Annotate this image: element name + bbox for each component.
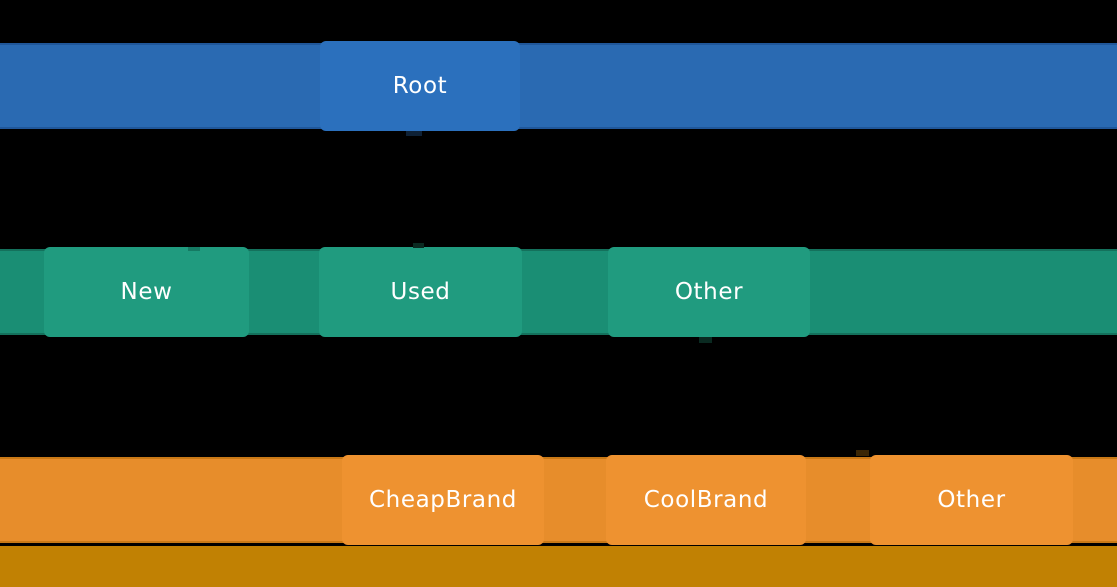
node-label: Used <box>390 279 451 305</box>
node-label: Other <box>674 279 744 305</box>
link-stub-new-top <box>188 247 200 251</box>
tree-node-d2-other[interactable]: Other <box>870 455 1073 545</box>
baseline-strip <box>0 546 1117 587</box>
tree-node-d1-used[interactable]: Used <box>319 247 522 337</box>
node-label: New <box>120 279 173 305</box>
link-stub-level3-top <box>856 450 869 456</box>
level-0-band <box>0 43 1117 129</box>
tree-node-d1-other[interactable]: Other <box>608 247 810 337</box>
node-label: Other <box>937 487 1006 513</box>
node-label: CoolBrand <box>643 487 769 513</box>
tree-node-d0-root[interactable]: Root <box>320 41 520 131</box>
node-label: Root <box>392 73 448 99</box>
link-stub-other-bottom <box>699 337 712 343</box>
node-label: CheapBrand <box>369 487 517 513</box>
tree-node-d2-cheapbrand[interactable]: CheapBrand <box>342 455 544 545</box>
link-stub-root-bottom <box>406 131 422 136</box>
tree-node-d2-coolbrand[interactable]: CoolBrand <box>606 455 806 545</box>
tree-node-d1-new[interactable]: New <box>44 247 249 337</box>
link-stub-used-top <box>413 243 424 248</box>
